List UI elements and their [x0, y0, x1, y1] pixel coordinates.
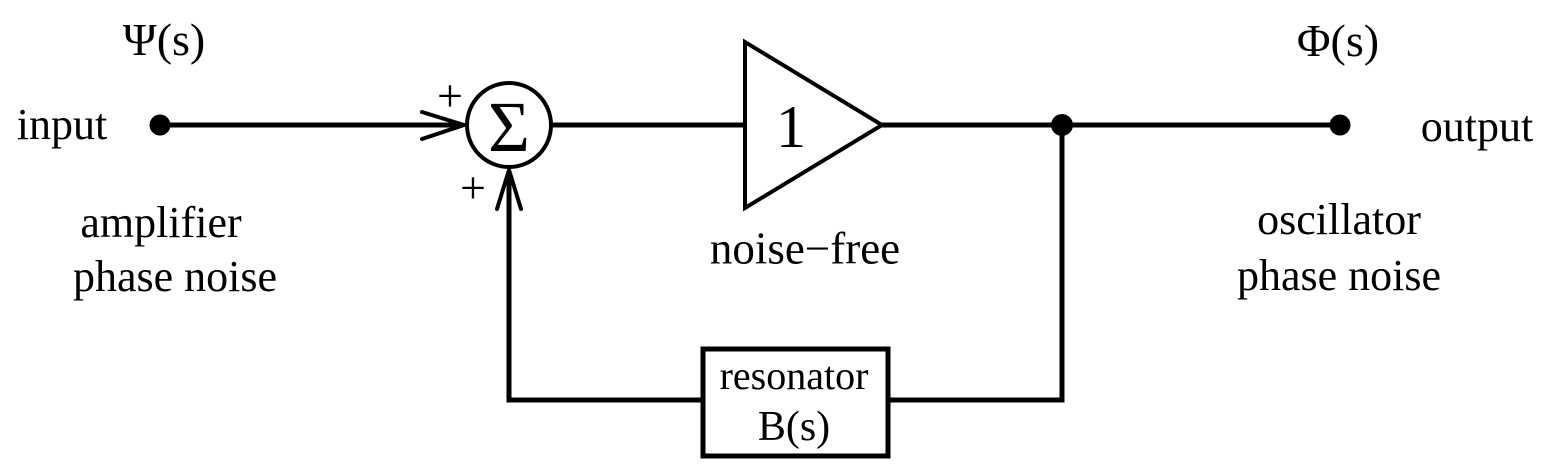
output-signal-label: Φ(s)	[1296, 15, 1380, 66]
output-terminal-dot	[1329, 114, 1351, 136]
branch-junction-dot	[1051, 114, 1073, 136]
feedback-arrow-head	[495, 168, 523, 211]
oscillator-noise-label-line2: phase noise	[1236, 251, 1442, 300]
resonator-label-line2: B(s)	[757, 404, 831, 450]
amplifier-triangle	[743, 38, 886, 212]
amplifier-gain-label: 1	[776, 94, 806, 160]
resonator-label-line1: resonator	[719, 353, 869, 398]
amplifier-caption-label: noise−free	[709, 223, 901, 274]
sigma-symbol: Σ	[488, 87, 530, 167]
input-arrow-head	[420, 110, 466, 141]
resonator-box	[700, 346, 891, 459]
amplifier-noise-label-line1: amplifier	[80, 198, 242, 247]
plus-sign-bottom-label: +	[460, 162, 486, 213]
input-terminal-dot	[149, 114, 171, 136]
output-port-label: output	[1420, 102, 1534, 151]
amplifier-noise-label-line2: phase noise	[72, 252, 278, 301]
summing-junction-circle	[465, 81, 553, 169]
plus-sign-top-label: +	[437, 70, 463, 121]
oscillator-noise-label-line1: oscillator	[1257, 195, 1421, 244]
input-signal-label: Ψ(s)	[122, 14, 206, 65]
input-port-label: input	[16, 100, 108, 149]
